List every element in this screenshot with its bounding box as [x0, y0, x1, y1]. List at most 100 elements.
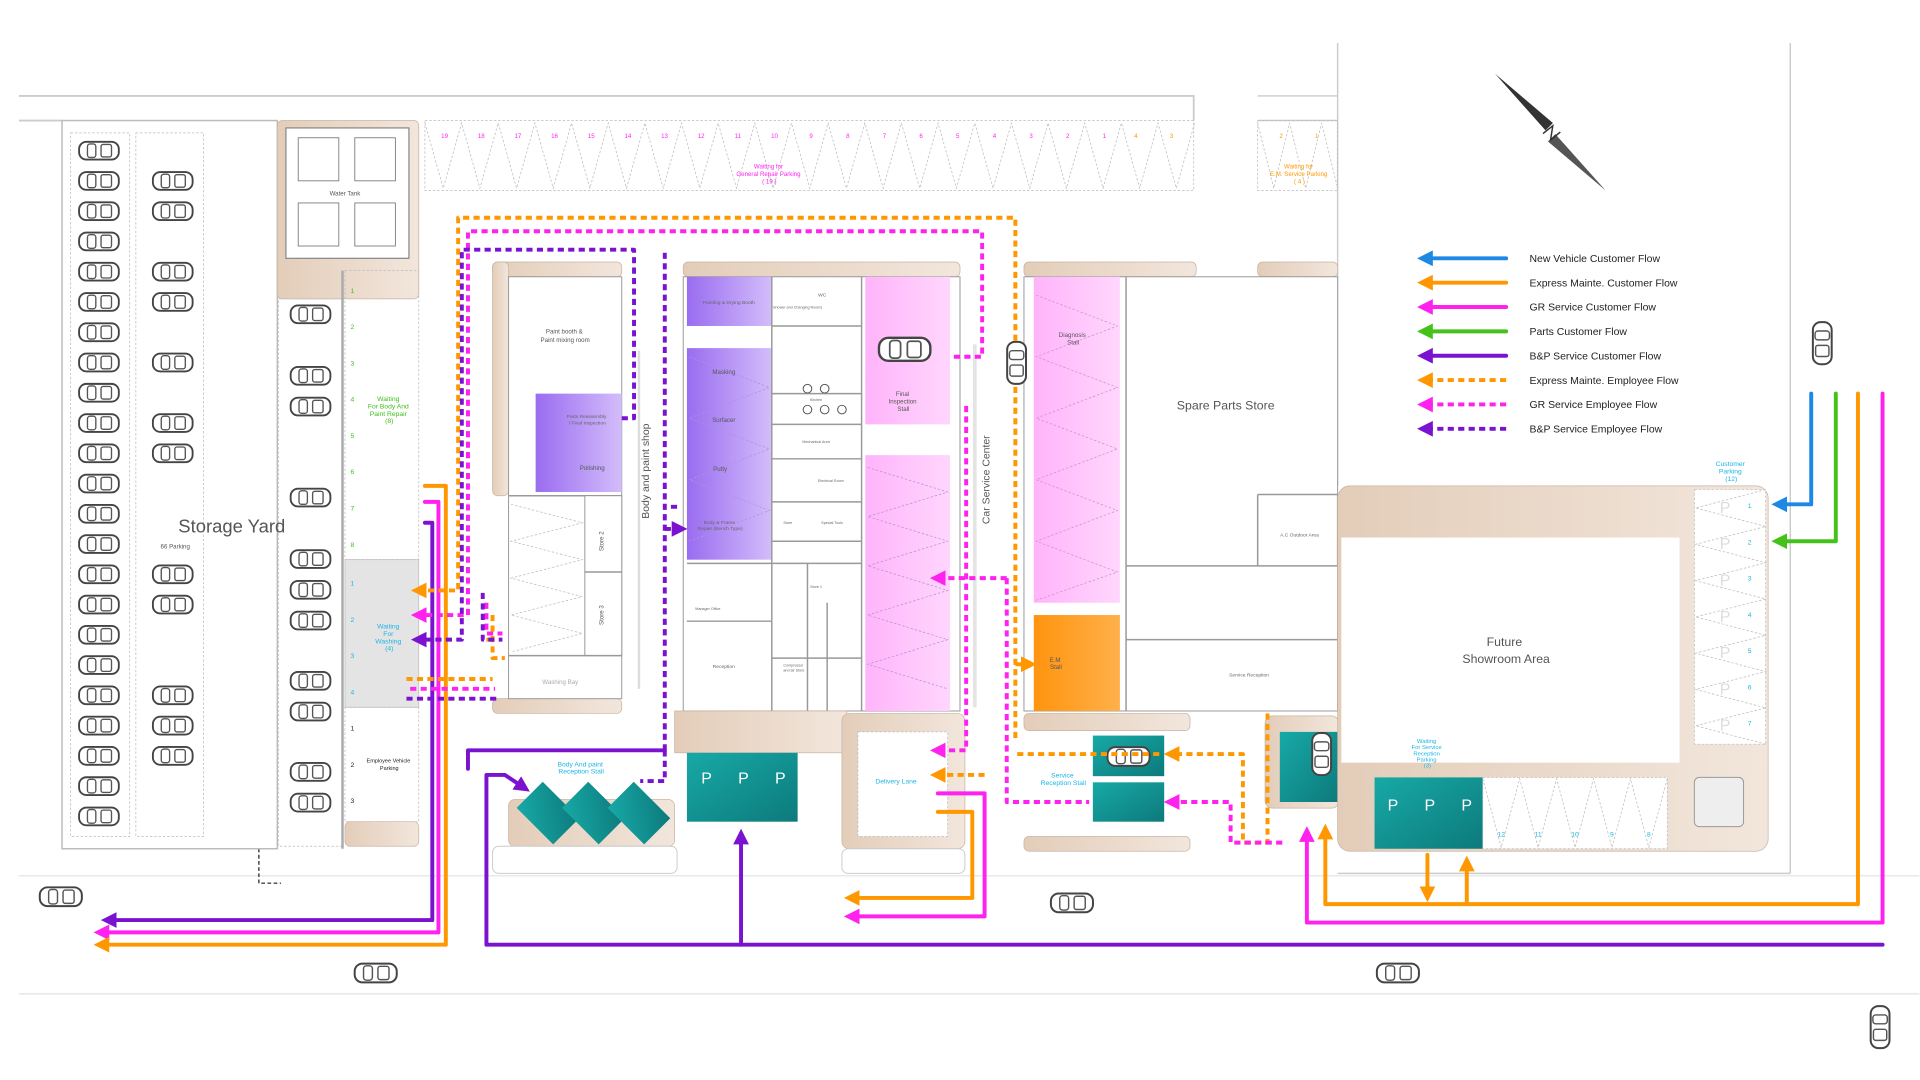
car-icon	[151, 291, 194, 312]
parking-number: 1	[350, 288, 354, 295]
car-icon	[151, 443, 194, 464]
car-icon	[77, 170, 120, 191]
car-icon	[1375, 962, 1421, 984]
store-label: Store	[783, 521, 792, 525]
flow-lines	[93, 215, 1885, 953]
painting-booth-label: Painting & Drying Booth	[703, 300, 755, 306]
parking-p: P	[1720, 573, 1731, 590]
car-icon	[151, 201, 194, 222]
parking-number: 6	[919, 133, 923, 140]
car-icon	[289, 701, 332, 722]
parking-p: P	[701, 771, 712, 788]
legend-label: B&P Service Customer Flow	[1530, 351, 1662, 362]
parking-number: 9	[809, 133, 813, 140]
car-icon	[289, 396, 332, 417]
legend	[1417, 250, 1509, 437]
parking-number: 3	[350, 360, 354, 367]
body-frame-repair-label: Body & Frame Repair (Bench Type)	[698, 520, 743, 532]
car-icon	[77, 715, 120, 736]
car-icon	[38, 886, 84, 908]
car-icon	[289, 670, 332, 691]
car-icon	[877, 336, 932, 363]
car-icon	[77, 382, 120, 403]
parking-number: 1	[1748, 503, 1752, 510]
parking-number: 7	[1748, 721, 1752, 728]
parking-number: 7	[350, 505, 354, 512]
parking-number: 8	[846, 133, 850, 140]
car-icon	[1106, 745, 1151, 768]
service-reception-wait-label: Waiting For Service Reception Parking (3…	[1412, 739, 1444, 770]
legend-label: Parts Customer Flow	[1530, 327, 1628, 338]
car-service-center-label: Car Service Center	[982, 435, 993, 524]
parking-number: 12	[698, 133, 705, 140]
car-icon	[77, 534, 120, 555]
putty-label: Putty	[713, 466, 728, 473]
parking-number: 15	[588, 133, 595, 140]
car-icon	[151, 261, 194, 282]
legend-label: GR Service Employee Flow	[1530, 400, 1658, 411]
car-icon	[77, 140, 120, 161]
parking-number: 5	[1748, 648, 1752, 655]
storage-yard	[61, 119, 279, 850]
car-icon	[77, 443, 120, 464]
car-icon	[77, 201, 120, 222]
wc-label: WC	[818, 292, 827, 298]
car-icon	[289, 365, 332, 386]
manager-office-label: Manager Office	[695, 607, 720, 611]
car-icon	[151, 685, 194, 706]
parking-p: P	[775, 771, 786, 788]
polishing-label: Polishing	[580, 465, 606, 472]
parking-number: 5	[956, 133, 960, 140]
parking-number: 4	[350, 397, 354, 404]
car-icon	[289, 304, 332, 325]
storage-yard-count: 66 Parking	[161, 544, 191, 551]
parking-number: 1	[350, 726, 354, 733]
parking-number: 3	[350, 798, 354, 805]
front-area	[492, 710, 1340, 874]
service-building-middle	[682, 261, 977, 712]
parking-number: 6	[1748, 684, 1752, 691]
parking-number: 3	[1748, 576, 1752, 583]
car-icon	[289, 579, 332, 600]
body-paint-shop-label: Body and paint shop	[641, 423, 652, 518]
parking-number: 9	[1610, 831, 1614, 838]
parking-p: P	[738, 771, 749, 788]
parking-p: P	[1720, 536, 1731, 553]
kitchen-tables	[802, 383, 847, 415]
spare-parts-store-label: Spare Parts Store	[1177, 399, 1275, 413]
service-reception-stall-label: Service Reception Stall	[1041, 772, 1087, 786]
planter	[1693, 776, 1745, 828]
parking-number: 4	[350, 689, 354, 696]
final-inspection-label: Final Inspection Stall	[889, 391, 919, 413]
parking-block	[686, 752, 798, 822]
washing-wait-label: Waiting For Washing (4)	[375, 624, 403, 653]
body-paint-wait-label: Waiting For Body And Paint Repair (8)	[368, 396, 411, 425]
paint-booth-label: Paint booth & Paint mixing room	[541, 328, 590, 344]
car-icon	[1049, 892, 1095, 914]
customer-parking-label: Customer Parking (12)	[1716, 461, 1747, 483]
body-paint-reception-stalls	[516, 781, 671, 845]
car-icon	[289, 610, 332, 631]
parking-number: 14	[624, 133, 631, 140]
waiting-columns	[278, 270, 420, 849]
parking-number: 11	[735, 133, 742, 140]
car-icon	[151, 715, 194, 736]
parking-number: 2	[1066, 133, 1070, 140]
car-icon	[289, 487, 332, 508]
parking-number: 17	[514, 133, 521, 140]
parking-number: 1	[1315, 133, 1319, 140]
car-icon	[77, 503, 120, 524]
body-paint-reception-label: Body And paint Reception Stall	[557, 761, 604, 775]
shower-label: Shower and Changing Rooms	[773, 306, 822, 310]
parking-number: 6	[350, 469, 354, 476]
general-repair-label: Waiting for General Repair Parking ( 19 …	[736, 164, 802, 186]
car-icon	[77, 413, 120, 434]
service-reception-label: Service Reception	[1229, 673, 1269, 679]
parking-number: 3	[1029, 133, 1033, 140]
parking-number: 2	[1279, 133, 1283, 140]
car-icon	[1869, 1004, 1891, 1050]
parking-p: P	[1461, 798, 1472, 815]
parking-number: 11	[1535, 831, 1542, 838]
washing-bay-label: Washing Bay	[542, 679, 579, 686]
car-icon	[151, 594, 194, 615]
